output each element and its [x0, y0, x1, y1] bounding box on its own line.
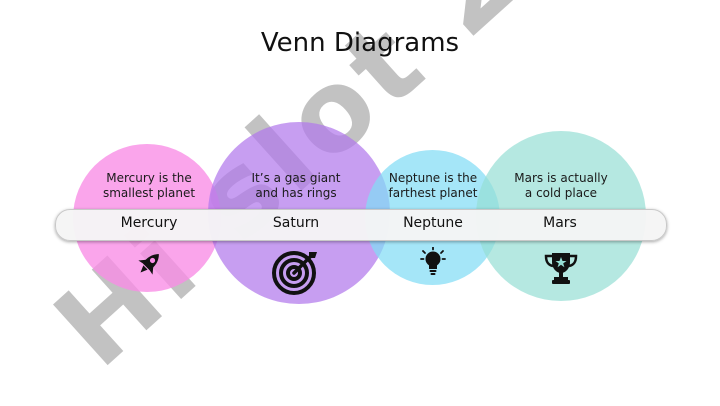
neptune-description: Neptune is the farthest planet: [388, 171, 478, 200]
saturn-label: Saturn: [272, 215, 320, 231]
mercury-label: Mercury: [120, 215, 178, 231]
neptune-label: Neptune: [403, 215, 463, 231]
lightbulb-icon: [420, 247, 446, 275]
mars-label: Mars: [543, 215, 577, 231]
rocket-icon: [138, 254, 159, 275]
trophy-icon: [544, 253, 578, 284]
label-band: [55, 209, 667, 241]
mercury-description: Mercury is the smallest planet: [102, 171, 196, 200]
target-icon: [272, 251, 317, 295]
mars-description: Mars is actually a cold place: [514, 171, 608, 200]
saturn-description: It’s a gas giant and has rings: [251, 171, 341, 200]
page-title: Venn Diagrams: [260, 28, 460, 58]
